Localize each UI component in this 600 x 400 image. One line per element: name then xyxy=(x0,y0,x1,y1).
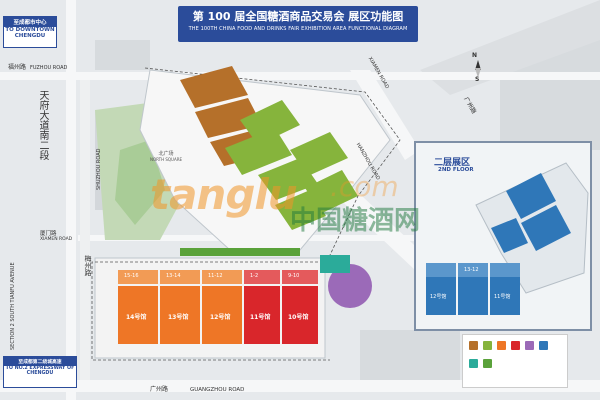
hall-label-h10: 10号馆 xyxy=(288,314,309,321)
floor2-title: 二层展区 xyxy=(434,158,471,168)
floor2-hall-3[interactable] xyxy=(491,218,528,253)
hall-red-1[interactable] xyxy=(244,286,280,344)
hall-brown-2[interactable] xyxy=(195,98,262,138)
sign-downtown: 至成都市中心 TO DOWNTOWN CHENGDU xyxy=(3,16,57,48)
legend xyxy=(462,334,568,388)
legend-green xyxy=(483,341,492,350)
hall-brown-1[interactable] xyxy=(180,66,248,108)
road-shuzhou-zh: 梅州路 xyxy=(84,255,92,276)
hall-group-red xyxy=(244,270,318,344)
road-xiamen-zh: 厦门路 xyxy=(40,231,57,237)
road-shuzhou-en: SHUZHOU ROAD xyxy=(96,148,102,190)
map-title: 第 100 届全国糖酒商品交易会 展区功能图 THE 100TH CHINA F… xyxy=(178,6,418,42)
road-fuzhou: 福州路 FUZHOU ROAD xyxy=(8,62,67,71)
road-guangzhou: 广州路 GUANGZHOU ROAD xyxy=(150,384,244,393)
floor2-subtitle: 2ND FLOOR xyxy=(438,167,474,173)
hall-group-green xyxy=(225,100,358,230)
legend-orange xyxy=(497,341,506,350)
road-guangzhou-zh: 广州路 xyxy=(150,386,169,393)
hall-group-orange xyxy=(118,270,242,344)
hall-label-h14: 14号馆 xyxy=(126,314,147,321)
sign-expressway: 至成都第二绕城高速 TO NO.2 EXPRESSWAY OF CHENGDU xyxy=(3,356,77,388)
sign-expressway-zh: 至成都第二绕城高速 xyxy=(4,357,76,366)
hall-green-2[interactable] xyxy=(225,128,292,175)
hall-green-6[interactable] xyxy=(275,190,326,230)
hall-label-a5: 9-10 xyxy=(288,273,300,279)
road-tianfu-en: SECTION 2 SOUTH TIANFU AVENUE xyxy=(10,262,16,350)
sign-expressway-en: TO NO.2 EXPRESSWAY OF CHENGDU xyxy=(5,366,75,376)
hall-green-1[interactable] xyxy=(240,100,300,145)
watermark-logo: tanglu xyxy=(150,170,298,219)
legend-purple xyxy=(525,341,534,350)
square-label: 北广场 NORTH SQUARE xyxy=(150,150,182,162)
compass-n: N xyxy=(472,52,478,59)
compass-s: S xyxy=(475,76,480,83)
floor2-hall-2[interactable] xyxy=(521,205,571,251)
floor2-hall-1[interactable] xyxy=(506,173,556,219)
sign-downtown-en: TO DOWNTOWN CHENGDU xyxy=(5,27,55,39)
hall-orange-3[interactable] xyxy=(202,286,242,344)
hall-label-h11: 11号馆 xyxy=(250,314,271,321)
hall-label-a2: 13-14 xyxy=(166,273,181,279)
hall-orange-1[interactable] xyxy=(118,286,158,344)
hall-teal[interactable] xyxy=(320,255,350,273)
title-zh: 第 100 届全国糖酒商品交易会 展区功能图 xyxy=(192,10,404,23)
floor2-label-1: 12号馆 xyxy=(430,294,447,300)
title-en: THE 100TH CHINA FOOD AND DRINKS FAIR EXH… xyxy=(188,26,408,32)
hall-red-2[interactable] xyxy=(282,286,318,344)
square-zh: 北广场 xyxy=(158,151,174,157)
hall-label-a1: 15-16 xyxy=(124,273,139,279)
legend-blue xyxy=(539,341,548,350)
hall-orange-2[interactable] xyxy=(160,286,200,344)
sign-downtown-zh: 至成都市中心 xyxy=(4,17,56,27)
hall-label-a3: 11-12 xyxy=(208,273,223,279)
legend-teal xyxy=(469,359,478,368)
second-floor-panel: 二层展区 2ND FLOOR 12号馆 13-12 11号馆 xyxy=(414,141,592,331)
road-xiamen: 厦门路 XIAMEN ROAD xyxy=(40,229,72,242)
floor2-canvas xyxy=(426,162,589,315)
legend-brown xyxy=(469,341,478,350)
watermark-zh: 中国糖酒网 xyxy=(290,206,421,236)
hall-green-5[interactable] xyxy=(305,170,358,213)
legend-red xyxy=(511,341,520,350)
road-tianfu-zh: 天府大道南二段 xyxy=(37,90,48,160)
compass xyxy=(475,60,481,78)
floor2-label-3: 11号馆 xyxy=(494,294,511,300)
hall-label-h13: 13号馆 xyxy=(168,314,189,321)
road-fuzhou-zh: 福州路 xyxy=(8,64,27,71)
hall-green-4[interactable] xyxy=(290,132,348,176)
road-guangzhou-en: GUANGZHOU ROAD xyxy=(189,387,245,393)
road-fuzhou-en: FUZHOU ROAD xyxy=(29,65,68,71)
square-en: NORTH SQUARE xyxy=(150,157,183,162)
hall-label-h12: 12号馆 xyxy=(210,314,231,321)
watermark-com: .com xyxy=(330,170,399,203)
road-xiamen-en: XIAMEN ROAD xyxy=(40,237,73,242)
legend-dark-green xyxy=(483,359,492,368)
hall-label-a4: 1-2 xyxy=(250,273,259,279)
floor2-label-2: 13-12 xyxy=(464,267,479,273)
hall-purple[interactable] xyxy=(328,264,372,308)
